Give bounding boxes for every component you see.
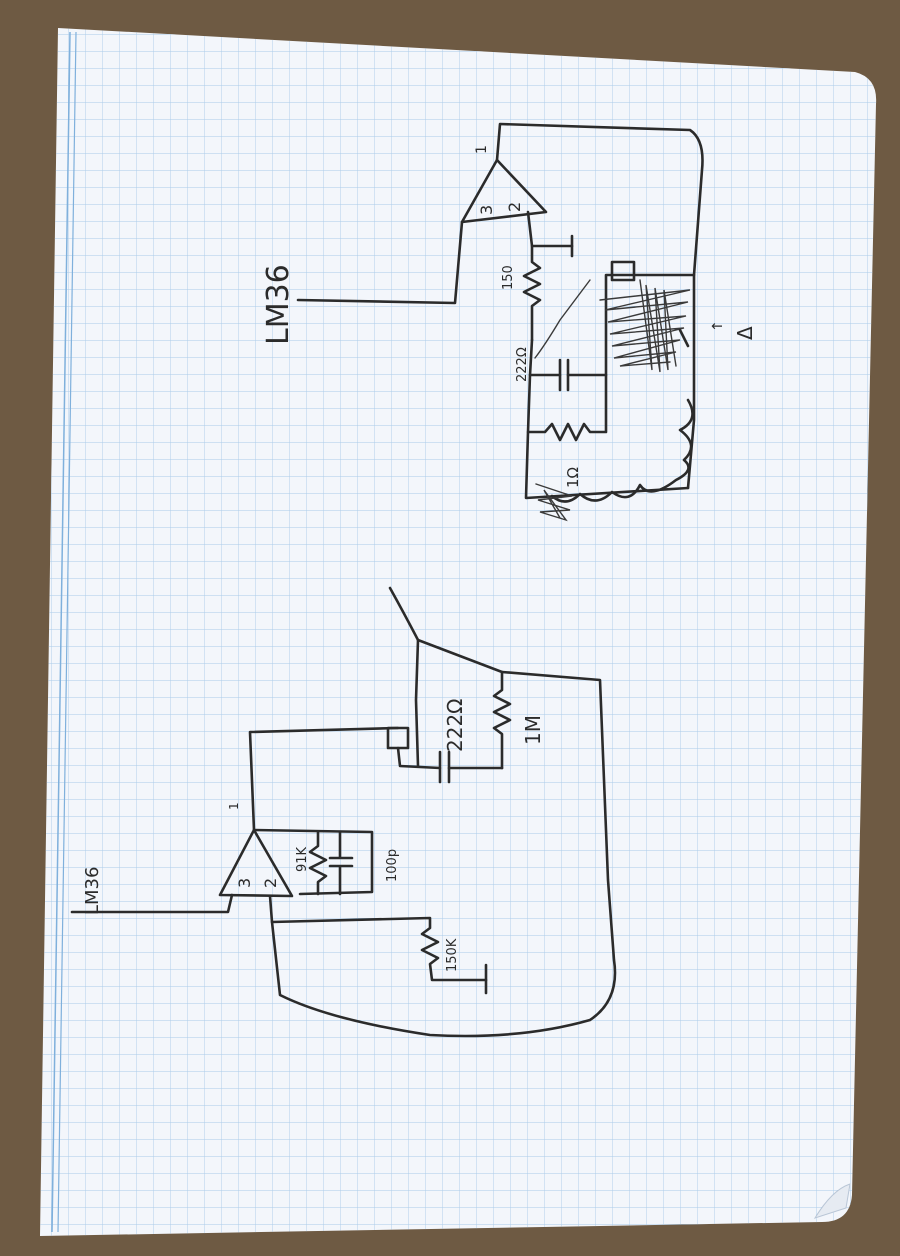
capacitor-100p xyxy=(328,830,354,896)
pin-minus-top: 2 xyxy=(505,202,524,212)
label-r1m: 1M xyxy=(521,715,545,745)
margin-line xyxy=(51,31,71,1233)
output-wire-bottom xyxy=(248,726,400,832)
resistor-1ohm xyxy=(526,373,608,442)
feedback-frame xyxy=(252,828,374,896)
pin-plus-bottom: 3 xyxy=(235,878,254,888)
label-c100p: 100p xyxy=(385,849,400,882)
label-r222-top: 222Ω xyxy=(515,347,530,382)
output-wire-top xyxy=(495,122,704,277)
arrow-mark: ↑ xyxy=(710,320,726,332)
sensor-wire-bottom xyxy=(70,893,234,914)
label-r1ohm: 1Ω xyxy=(564,467,582,488)
label-r222-bottom: 222Ω xyxy=(443,699,467,752)
label-r91k: 91K xyxy=(295,846,310,872)
right-loop-top xyxy=(566,273,696,490)
pin-minus-bottom: 2 xyxy=(261,878,280,888)
label-lm36-bottom: LM36 xyxy=(82,867,103,915)
pin-plus-top: 3 xyxy=(477,205,496,215)
wire-to-cap-bottom xyxy=(396,746,442,770)
component-box-top xyxy=(610,260,636,282)
pin-out-top: 1 xyxy=(474,145,490,154)
bottom-wire-top xyxy=(524,430,690,500)
resistor-150k xyxy=(268,894,488,982)
delta-mark: Δ xyxy=(733,326,757,340)
big-loop-bottom xyxy=(270,670,617,1038)
notebook-page xyxy=(40,28,877,1236)
scribble-loop-bottom xyxy=(550,398,694,503)
circuit-bottom xyxy=(70,586,617,1038)
side-tick xyxy=(678,328,690,348)
label-r150: 150 xyxy=(501,265,516,290)
pin-out-bottom: 1 xyxy=(227,802,241,810)
resistor-91k xyxy=(308,830,328,896)
scribble-hatch-b xyxy=(639,279,677,373)
opamp-bottom xyxy=(218,828,294,898)
circuit-top xyxy=(296,122,704,522)
sensor-wire-top xyxy=(296,220,464,305)
opamp-top xyxy=(460,158,548,224)
scribble-line xyxy=(534,279,591,359)
label-lm36-top: LM36 xyxy=(261,264,296,345)
scribble-hatch-c xyxy=(535,483,573,522)
resistor-1m xyxy=(416,638,512,770)
folded-corner xyxy=(813,1183,851,1219)
resistor-150 xyxy=(522,244,542,342)
label-r150k: 150K xyxy=(445,938,460,972)
